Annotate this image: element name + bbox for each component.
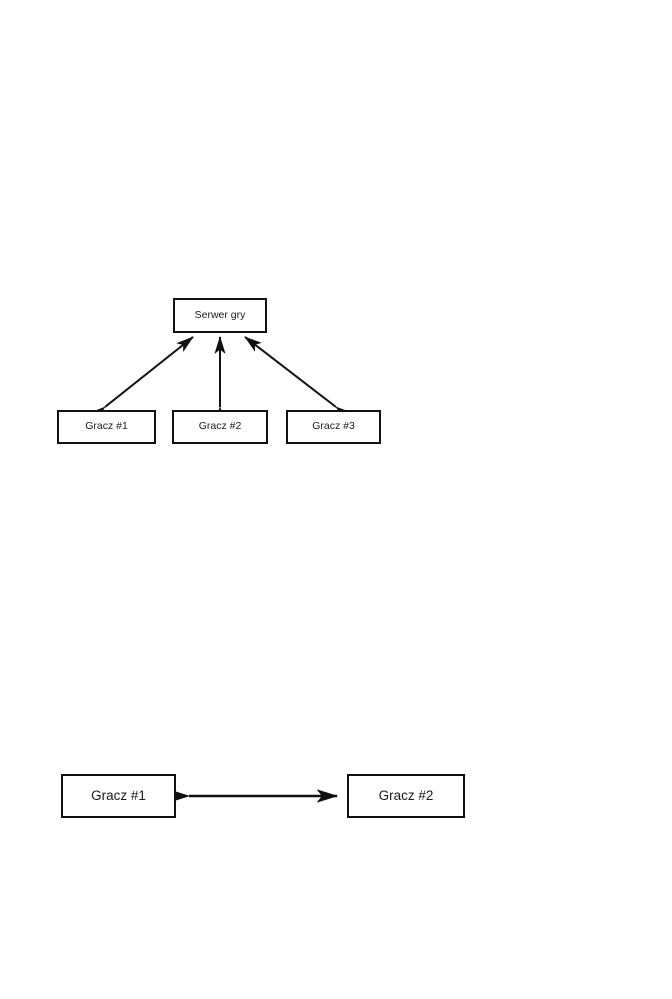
node-game-server: Serwer gry bbox=[173, 298, 267, 333]
node-peer-player-2: Gracz #2 bbox=[347, 774, 465, 818]
node-player-3: Gracz #3 bbox=[286, 410, 381, 444]
node-player-1: Gracz #1 bbox=[57, 410, 156, 444]
node-player-2: Gracz #2 bbox=[172, 410, 268, 444]
node-peer-player-1: Gracz #1 bbox=[61, 774, 176, 818]
